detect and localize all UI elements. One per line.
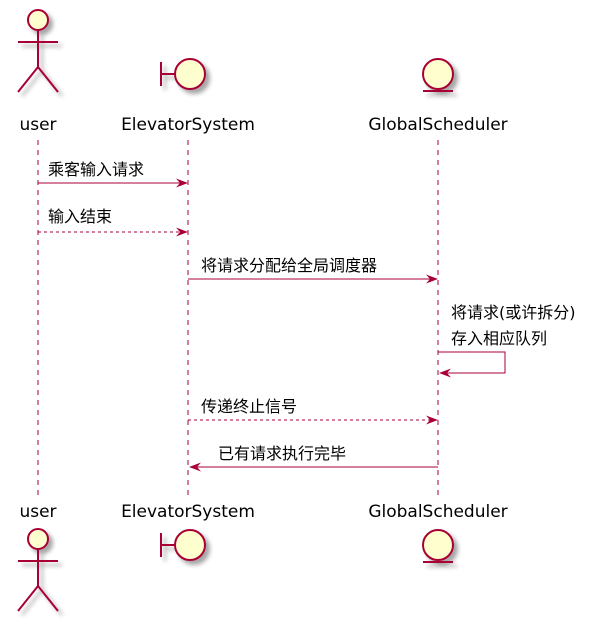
- message-3: 将请求分配给全局调度器: [188, 256, 438, 284]
- participant-scheduler-top: [422, 58, 454, 92]
- message-arrow: [438, 351, 506, 374]
- message-4-self: 将请求(或许拆分) 存入相应队列: [438, 303, 576, 378]
- message-label: 乘客输入请求: [48, 160, 144, 179]
- participant-label-user-bottom: user: [19, 502, 56, 522]
- message-6: 已有请求执行完毕: [189, 444, 438, 472]
- participant-label-scheduler-top: GlobalScheduler: [368, 115, 507, 135]
- arrowhead-icon: [439, 368, 451, 378]
- entity-icon: [422, 529, 454, 563]
- arrowhead-icon: [426, 415, 438, 425]
- message-1: 乘客输入请求: [38, 160, 188, 188]
- actor-icon: [17, 9, 59, 93]
- lifelines: [37, 140, 439, 495]
- participant-label-elevator-bottom: ElevatorSystem: [121, 502, 255, 522]
- participant-label-scheduler-bottom: GlobalScheduler: [368, 502, 507, 522]
- arrowhead-icon: [176, 227, 188, 237]
- message-label-line-2: 存入相应队列: [451, 329, 547, 348]
- arrowhead-icon: [426, 274, 438, 284]
- arrowhead-icon: [176, 178, 188, 188]
- actor-icon: [17, 528, 59, 612]
- message-2: 输入结束: [38, 207, 188, 237]
- participant-label-elevator-top: ElevatorSystem: [121, 115, 255, 135]
- message-label: 传递终止信号: [201, 397, 297, 416]
- message-label-line-1: 将请求(或许拆分): [451, 303, 576, 322]
- boundary-icon: [160, 529, 206, 561]
- message-label: 将请求分配给全局调度器: [201, 256, 377, 275]
- boundary-icon: [160, 58, 206, 90]
- participant-user-bottom: [17, 528, 59, 612]
- participant-label-user-top: user: [19, 115, 56, 135]
- arrowhead-icon: [189, 462, 201, 472]
- participant-user-top: [17, 9, 59, 93]
- message-5: 传递终止信号: [188, 397, 438, 425]
- message-label: 输入结束: [48, 207, 112, 226]
- participant-elevator-top: [160, 58, 206, 90]
- entity-icon: [422, 58, 454, 92]
- participant-elevator-bottom: [160, 529, 206, 561]
- message-label: 已有请求执行完毕: [218, 444, 346, 463]
- participant-scheduler-bottom: [422, 529, 454, 563]
